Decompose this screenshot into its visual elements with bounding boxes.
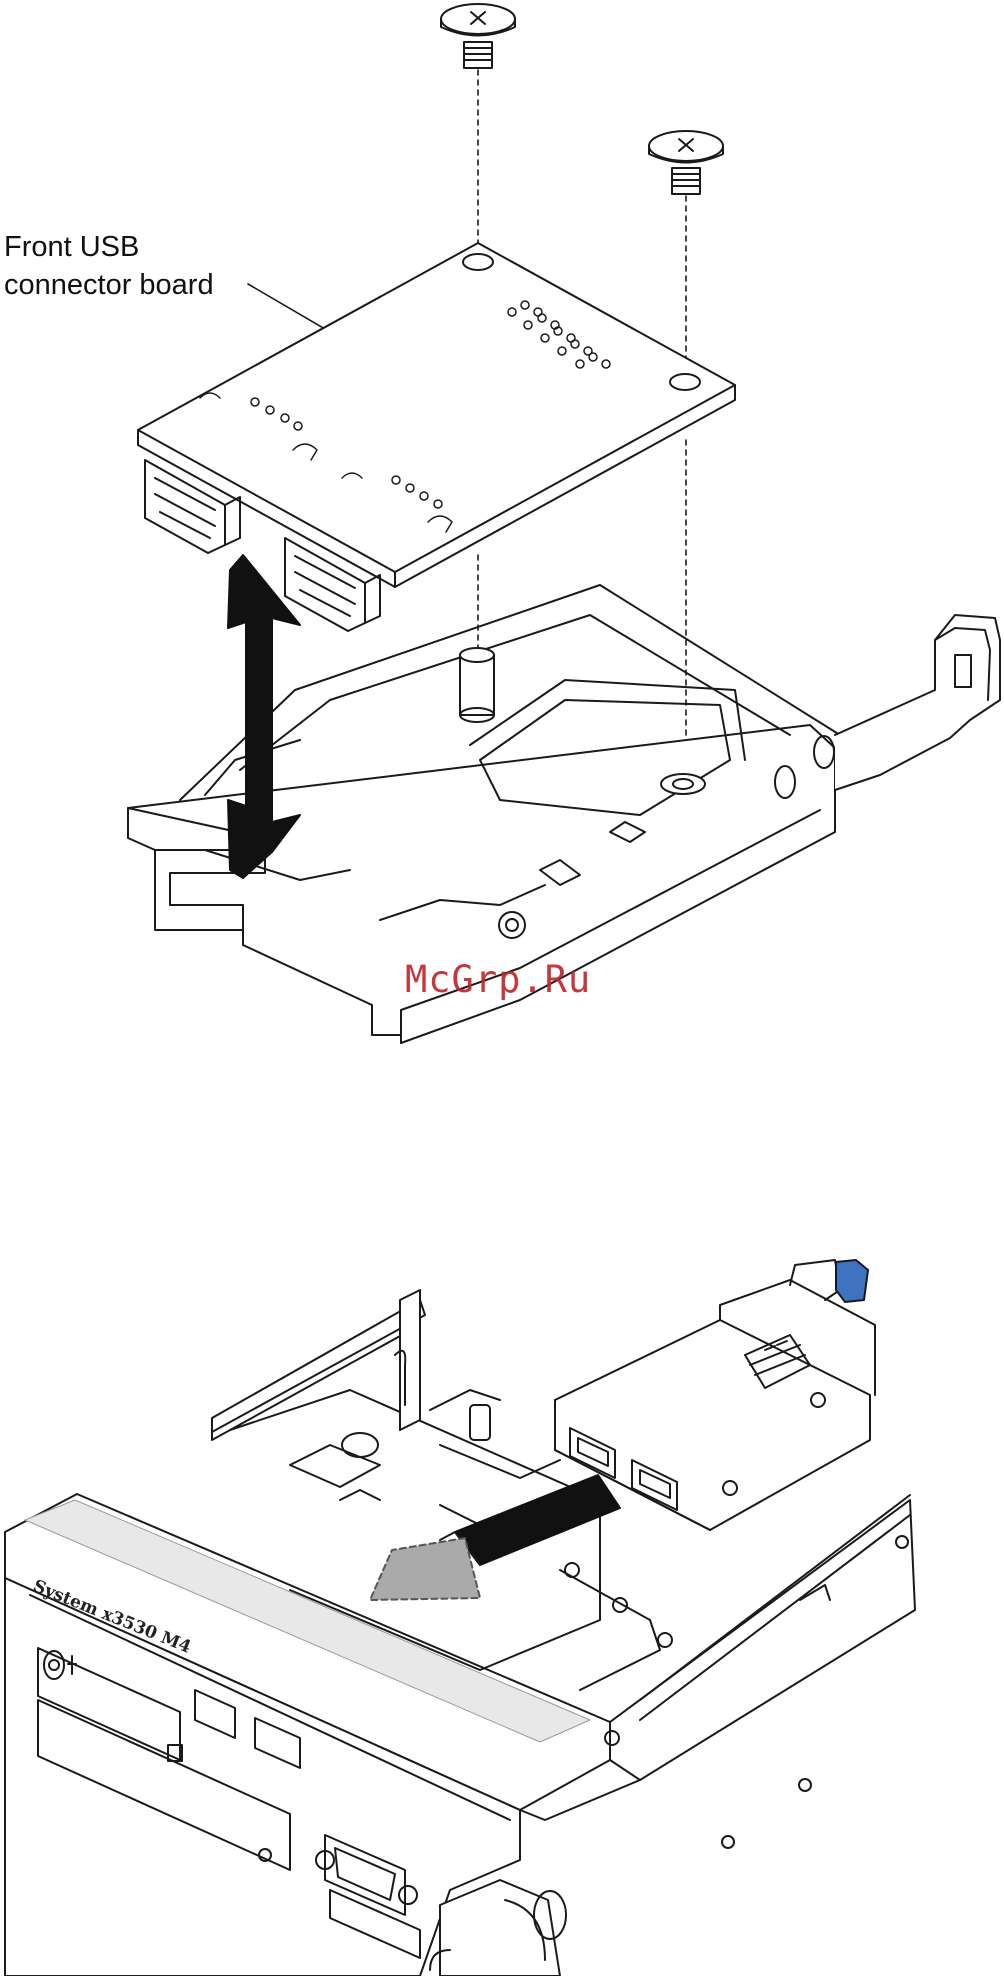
screw-1 — [441, 4, 515, 68]
watermark-text: McGrp.Ru — [405, 958, 591, 1001]
remove-install-arrow — [228, 555, 300, 878]
screw-2 — [649, 131, 723, 194]
insert-direction-arrow — [370, 1475, 620, 1600]
front-usb-board-callout: Front USB connector board — [4, 228, 244, 304]
